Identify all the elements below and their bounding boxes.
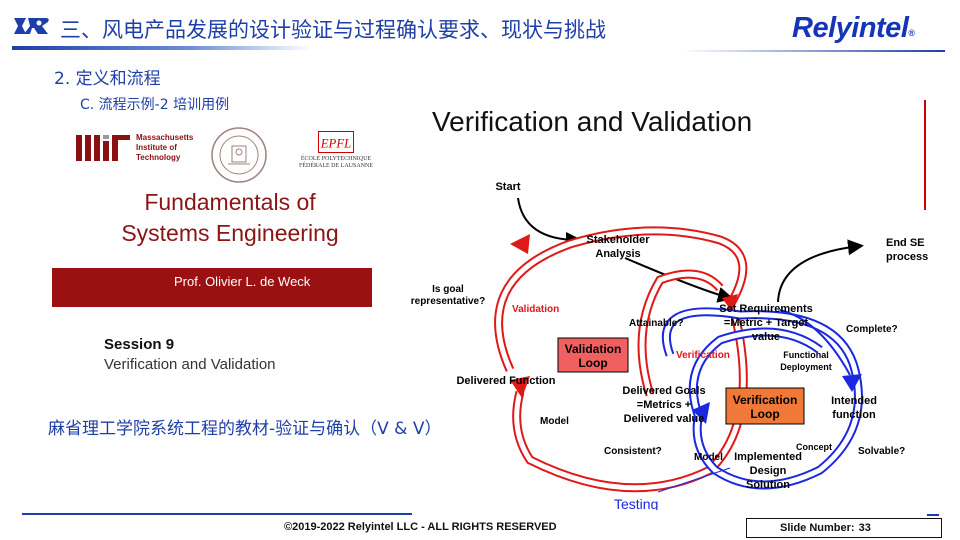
attainable-label: Attainable?: [629, 318, 683, 329]
epfl-wordmark: ÉCOLE POLYTECHNIQUE FÉDÉRALE DE LAUSANNE: [299, 156, 373, 169]
model-left-label: Model: [540, 416, 569, 427]
professor-banner: [52, 268, 372, 307]
complete-label: Complete?: [846, 324, 898, 335]
end-label-2: process: [886, 251, 928, 263]
set-req-label-3: value: [752, 331, 780, 343]
section-heading: 2. 定义和流程: [54, 69, 161, 89]
company-logo-icon: [14, 18, 49, 34]
course-title: Fundamentals of Systems Engineering: [121, 189, 339, 246]
intended-label-2: function: [832, 409, 876, 421]
slide-number: Slide Number:33: [780, 522, 871, 534]
slide-caption: 麻省理工学院系统工程的教材-验证与确认（V & V）: [48, 419, 442, 439]
validation-loop-inner-hl: [639, 271, 722, 396]
implemented-label-1: Implemented: [734, 451, 802, 463]
stakeholder-to-req-arrow: [624, 257, 734, 303]
mit-logo-icon: [76, 135, 130, 161]
validation-arrowhead-3: [510, 376, 530, 398]
verification-loop-box: [725, 387, 805, 425]
model-right-label: Model: [694, 452, 723, 463]
start-label: Start: [495, 181, 520, 193]
stakeholder-label-2: Analysis: [595, 248, 640, 260]
is-goal-label-2: representative?: [411, 296, 485, 307]
professor-name: Prof. Olivier L. de Weck: [174, 274, 311, 289]
start-arrow: [517, 197, 582, 248]
functional-label-2: Deployment: [780, 362, 832, 372]
red-divider: [924, 100, 926, 210]
req-to-end-arrow: [777, 239, 864, 303]
verification-loop-inner-hl: [690, 329, 822, 421]
consistent-label: Consistent?: [604, 446, 662, 457]
copyright-text: ©2019-2022 Relyintel LLC - ALL RIGHTS RE…: [284, 521, 557, 533]
validation-loop-label-2: Loop: [578, 356, 607, 370]
stakeholder-label-1: Stakeholder: [587, 234, 651, 246]
verification-arrowhead-1: [842, 374, 862, 392]
end-label-1: End SE: [886, 237, 925, 249]
university-seal-icon: [211, 127, 267, 183]
functional-label-1: Functional: [783, 350, 829, 360]
footer-accent: [927, 514, 939, 516]
validation-loop-box: [557, 337, 629, 373]
vv-process-diagram: Validation Loop Verification Loop Start …: [411, 181, 928, 510]
verification-loop-label-1: Verification: [733, 393, 798, 407]
testing-label: Testing: [614, 496, 658, 510]
verification-loop-right: [779, 309, 851, 376]
verification-label: Verification: [676, 350, 730, 361]
solvable-label: Solvable?: [858, 446, 905, 457]
footer-divider: [22, 513, 412, 515]
header-divider-right: [680, 50, 945, 52]
implemented-label-2: Design: [750, 465, 787, 477]
delivered-goals-label-2: =Metrics +: [637, 399, 691, 411]
verification-arrowhead-2: [692, 402, 710, 424]
session-topic: Verification and Validation: [104, 356, 276, 373]
brand-logo-text: Relyintel®: [792, 12, 915, 44]
subsection-heading: C. 流程示例-2 培训用例: [80, 97, 230, 113]
verification-loop-outer-inner: [663, 309, 861, 488]
validation-arrowhead-2: [722, 294, 738, 312]
slide-number-box: [746, 518, 942, 538]
session-number: Session 9: [104, 336, 175, 353]
set-req-label-1: Set Requirements: [719, 303, 813, 315]
validation-loop-outer-inner: [496, 228, 746, 372]
testing-pointer-line: [657, 467, 731, 493]
delivered-goals-label-3: Delivered value: [624, 413, 705, 425]
implemented-label-3: Solution: [746, 479, 790, 491]
header-divider-left: [12, 46, 312, 50]
is-goal-label-1: Is goal: [432, 284, 464, 295]
intended-label-1: Intended: [831, 395, 877, 407]
concept-label: Concept: [796, 442, 832, 452]
set-req-label-2: =Metric + Target: [724, 317, 808, 329]
validation-arrowhead-1: [510, 234, 530, 254]
validation-label: Validation: [512, 304, 559, 315]
delivered-goals-label-1: Delivered Goals: [622, 385, 705, 397]
delivered-function-label: Delivered Function: [456, 375, 555, 387]
svg-text:EPFL: EPFL: [320, 136, 351, 150]
diagram-title: Verification and Validation: [432, 106, 753, 137]
validation-loop-label-1: Validation: [565, 342, 622, 356]
epfl-logo-icon: EPFL: [318, 131, 354, 153]
verification-loop-label-2: Loop: [750, 407, 779, 421]
mit-wordmark: Massachusetts Institute of Technology: [136, 133, 194, 162]
page-title: 三、风电产品发展的设计验证与过程确认要求、现状与挑战: [60, 18, 606, 42]
